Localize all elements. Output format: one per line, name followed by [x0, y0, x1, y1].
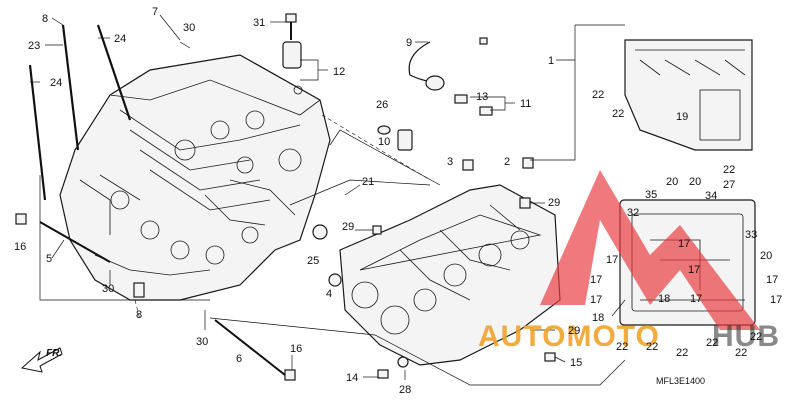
callout-33: 33 [745, 229, 757, 241]
callout-16: 16 [290, 343, 302, 355]
callout-17: 17 [606, 254, 618, 266]
callout-18: 18 [592, 312, 604, 324]
callout-22: 22 [676, 347, 688, 359]
diagram-code: MFL3E1400 [656, 376, 705, 386]
callout-4: 4 [326, 288, 332, 300]
watermark-brand-left: AUTOMOTO [478, 320, 660, 353]
callout-29: 29 [548, 197, 560, 209]
lower-crankcase-illustration [339, 184, 561, 366]
callout-29: 29 [568, 325, 580, 337]
callout-3: 3 [447, 156, 453, 168]
callout-28: 28 [399, 384, 411, 396]
top-cover-illustration [624, 39, 753, 151]
callout-2: 2 [504, 156, 510, 168]
small-parts [15, 13, 556, 381]
callout-7: 7 [152, 6, 158, 18]
callout-11: 11 [520, 98, 531, 110]
callout-labels: 8 7 30 23 24 24 31 12 9 13 11 26 10 1 22… [14, 6, 782, 396]
callout-10: 10 [378, 136, 390, 148]
callout-22: 22 [616, 341, 628, 353]
callout-30: 30 [183, 22, 195, 34]
callout-13: 13 [476, 91, 488, 103]
callout-22: 22 [646, 341, 658, 353]
callout-9: 9 [406, 37, 412, 49]
callout-34: 34 [705, 190, 717, 202]
callout-30: 30 [196, 336, 208, 348]
callout-20: 20 [666, 176, 678, 188]
callout-29: 29 [342, 221, 354, 233]
callout-8: 8 [42, 13, 48, 25]
callout-35: 35 [645, 189, 657, 201]
callout-14: 14 [346, 372, 358, 384]
callout-5: 5 [46, 253, 52, 265]
callout-22: 22 [592, 89, 604, 101]
callout-21: 21 [362, 176, 374, 188]
callout-22: 22 [706, 337, 718, 349]
callout-27: 27 [723, 179, 735, 191]
automotohub-watermark: AUTOMOTO HUB [478, 170, 780, 353]
callout-17: 17 [590, 274, 602, 286]
callout-24: 24 [114, 33, 126, 45]
callout-19: 19 [676, 111, 688, 123]
callout-17: 17 [688, 264, 700, 276]
callout-23: 23 [28, 40, 40, 52]
callout-15: 15 [570, 357, 582, 369]
callout-17: 17 [678, 238, 690, 250]
callout-22: 22 [612, 108, 624, 120]
callout-20: 20 [760, 250, 772, 262]
callout-16: 16 [14, 241, 26, 253]
callout-22: 22 [750, 331, 762, 343]
watermark-mountain-logo [540, 170, 760, 330]
callout-12: 12 [333, 66, 345, 78]
front-direction-arrow: FR. [20, 347, 63, 373]
callout-17: 17 [590, 294, 602, 306]
callout-31: 31 [253, 17, 265, 29]
callout-17: 17 [770, 294, 782, 306]
callout-6: 6 [236, 353, 242, 365]
callout-8: 8 [136, 309, 142, 321]
upper-crankcase-illustration [28, 24, 331, 301]
callout-22: 22 [723, 164, 735, 176]
callout-17: 17 [690, 293, 702, 305]
callout-24: 24 [50, 77, 62, 89]
callout-32: 32 [627, 207, 639, 219]
callout-26: 26 [376, 99, 388, 111]
front-marker-label: FR. [46, 348, 62, 359]
leader-lines [30, 14, 626, 386]
callout-1: 1 [548, 55, 554, 67]
callout-25: 25 [307, 255, 319, 267]
callout-22: 22 [735, 347, 747, 359]
callout-18: 18 [658, 293, 670, 305]
watermark-brand-right: HUB [712, 320, 780, 353]
callout-20: 20 [689, 176, 701, 188]
callout-30: 30 [102, 283, 114, 295]
callout-17: 17 [766, 274, 778, 286]
